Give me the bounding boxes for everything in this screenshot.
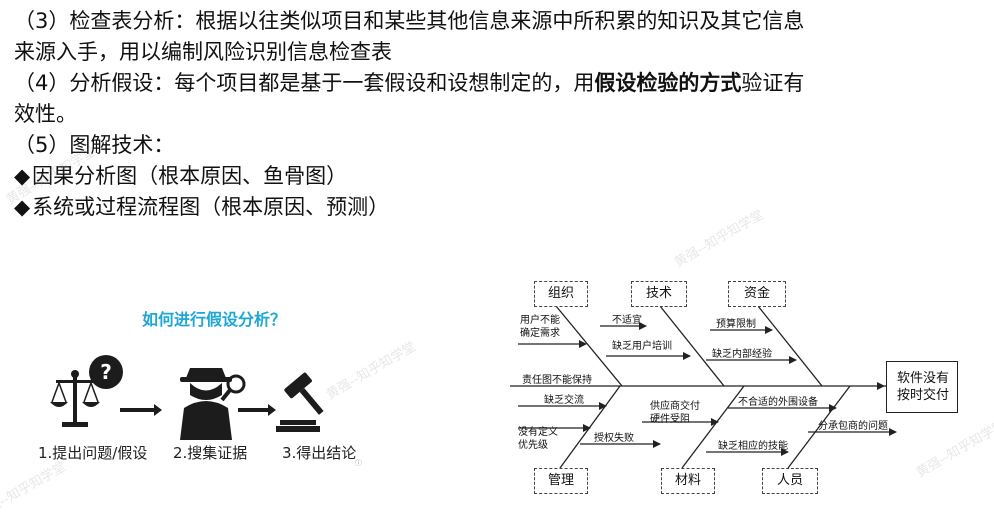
effect-line2: 按时交付 (897, 388, 950, 403)
diamond-bullet-icon: ◆ (14, 195, 31, 219)
step-raise-question: 1.提出问题/假设 (38, 444, 148, 462)
diagram-techniques-heading: （5）图解技术： (14, 133, 175, 157)
assumption-analysis-line2: 效性。 (14, 102, 77, 126)
assumption-analysis-line1: （4）分析假设：每个项目都是基于一套假设和设想制定的，用假设检验的方式验证有 (14, 68, 974, 99)
bullet-flowchart: ◆系统或过程流程图（根本原因、预测） (14, 192, 974, 223)
cause-authorization-failure: 授权失败 (594, 433, 634, 444)
cause-lack-of-skills: 缺乏相应的技能 (718, 441, 788, 452)
checklist-analysis-line1: （3）检查表分析：根据以往类似项目和某些其他信息来源中所积累的知识及其它信息 (14, 9, 805, 33)
cause-unsuitable-peripherals: 不合适的外围设备 (738, 397, 818, 408)
cause-responsibility-chart: 责任图不能保持 (522, 375, 592, 386)
effect-line1: 软件没有 (897, 371, 950, 386)
cause-no-internal-experience: 缺乏内部经验 (712, 349, 772, 360)
assumption-prefix: （4）分析假设：每个项目都是基于一套假设和设想制定的，用 (14, 71, 595, 95)
assumption-emphasis: 假设检验的方式 (594, 71, 742, 95)
category-technology: 技术 (631, 281, 687, 307)
arrow-right-icon (120, 404, 162, 416)
scales-icon (50, 370, 100, 427)
cause-supplier-hardware: 供应商交付硬件受阻 (650, 401, 700, 425)
bullet-cause-effect-text: 因果分析图（根本原因、鱼骨图） (32, 164, 348, 188)
cause-budget-limit: 预算限制 (716, 319, 756, 330)
cause-no-user-training: 缺乏用户培训 (612, 341, 672, 352)
step-draw-conclusion: 3.得出结论 (282, 444, 357, 462)
category-personnel: 人员 (762, 468, 818, 494)
diamond-bullet-icon: ◆ (14, 164, 31, 188)
category-organization: 组织 (534, 281, 588, 307)
detective-icon (180, 368, 246, 440)
fishbone-diagram (510, 305, 897, 469)
bullet-cause-effect: ◆因果分析图（根本原因、鱼骨图） (14, 161, 974, 192)
question-bubble-icon: ? (89, 355, 123, 389)
watermark: 黄强--知乎知学堂 (0, 459, 69, 523)
info-mark: ⓘ (355, 459, 362, 467)
cause-subcontractor: 分承包商的问题 (818, 421, 888, 432)
effect-box: 软件没有 按时交付 (886, 361, 958, 413)
gavel-icon (276, 372, 324, 432)
cause-unsuitable: 不适宜 (612, 315, 642, 326)
category-funding: 资金 (728, 281, 786, 307)
step-collect-evidence: 2.搜集证据 (173, 444, 248, 462)
category-materials: 材料 (661, 468, 715, 494)
category-management: 管理 (534, 468, 588, 494)
checklist-analysis-line2: 来源入手，用以编制风险识别信息检查表 (14, 40, 392, 64)
hypothesis-title: 如何进行假设分析？ (142, 310, 287, 329)
cause-no-communication: 缺乏交流 (544, 395, 584, 406)
cause-requirements: 用户不能确定需求 (520, 315, 560, 339)
arrow-right-icon (238, 404, 276, 416)
question-mark: ? (100, 360, 112, 384)
cause-no-priority: 没有定义优先级 (518, 427, 558, 451)
content-text: （3）检查表分析：根据以往类似项目和某些其他信息来源中所积累的知识及其它信息 来… (14, 6, 974, 223)
assumption-suffix: 验证有 (741, 71, 805, 95)
hypothesis-illustration: ? (50, 355, 324, 440)
bullet-flowchart-text: 系统或过程流程图（根本原因、预测） (32, 195, 390, 219)
